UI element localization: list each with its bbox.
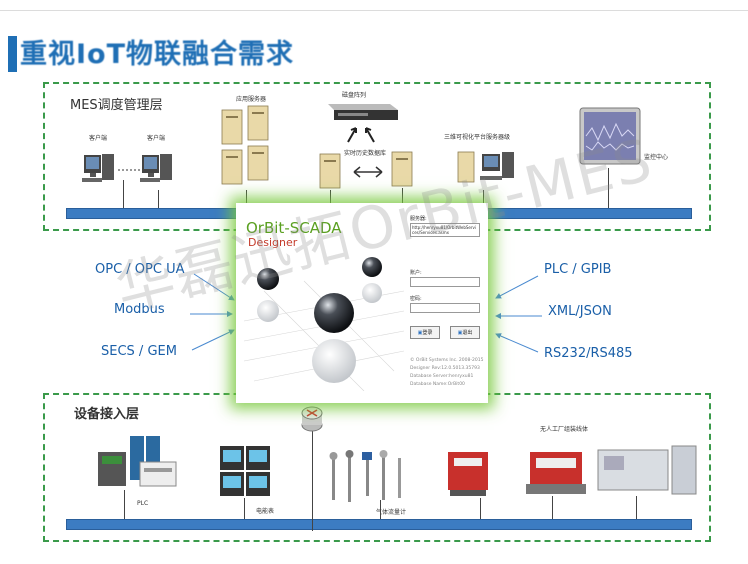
viz-server-link xyxy=(483,190,484,208)
dialog-sub: Designer xyxy=(248,236,298,249)
protocol-opc: OPC / OPC UA xyxy=(95,262,185,277)
assembly-link-2 xyxy=(552,496,553,519)
top-divider xyxy=(0,10,748,11)
viz-server-label: 三维可视化平台服务器级 xyxy=(444,134,511,141)
plc-label: PLC xyxy=(137,500,149,507)
mes-zone-label: MES调度管理层 xyxy=(70,98,163,113)
password-label: 密码: xyxy=(410,296,422,302)
workstation-1-icon xyxy=(82,154,114,182)
server-input[interactable]: http://henryxu81/OrbitWebServices/Servic… xyxy=(410,223,480,237)
meter-label: 电能表 xyxy=(256,508,275,515)
gas-flowmeter-devices xyxy=(329,450,401,502)
title-accent-bar xyxy=(8,36,17,72)
footer-line: Database Server:henryxu81 xyxy=(410,374,474,379)
flowmeter-link xyxy=(380,500,381,519)
scada-spheres-graphic xyxy=(244,257,405,391)
protocol-modbus: Modbus xyxy=(114,302,165,317)
history-db-link-2 xyxy=(402,188,403,208)
assembly-line-machines xyxy=(448,445,697,496)
app-server-link xyxy=(246,190,247,208)
protocol-secs: SECS / GEM xyxy=(101,344,177,359)
monitor-center-label: 监控中心 xyxy=(644,154,669,161)
history-db-label: 实时历史数据库 xyxy=(344,150,387,157)
dialog-footer: © OrBit Systems Inc. 2008-2015 Designer … xyxy=(410,357,486,389)
client-label-2: 客户端 xyxy=(147,135,166,142)
dialog-brand: OrBit-SCADA xyxy=(246,219,342,237)
protocol-plc-gpib: PLC / GPIB xyxy=(544,262,612,277)
exit-button-label: 退出 xyxy=(462,330,473,336)
login-button[interactable]: ▣登录 xyxy=(410,326,440,339)
plc-link xyxy=(124,490,125,519)
exit-button[interactable]: ▣退出 xyxy=(450,326,480,339)
app-server-cluster xyxy=(221,105,269,185)
router-icon xyxy=(301,406,323,432)
monitor-center-panel xyxy=(579,107,641,165)
password-input[interactable] xyxy=(410,303,480,313)
scada-login-dialog: OrBit-SCADA Designer 服务器: http://henryxu… xyxy=(236,203,488,403)
scada-uplink xyxy=(312,430,313,531)
page-title: 重视IoT物联融合需求 xyxy=(20,39,295,70)
history-db-servers xyxy=(319,151,413,189)
viz-server-icons xyxy=(457,151,514,183)
history-db-link-1 xyxy=(330,190,331,208)
footer-line: © OrBit Systems Inc. 2008-2015 xyxy=(410,358,484,363)
server-label: 服务器: xyxy=(410,216,427,222)
client-workstations xyxy=(82,154,172,182)
protocol-xml-json: XML/JSON xyxy=(548,304,612,319)
client-link-2 xyxy=(158,190,159,208)
account-label: 账户: xyxy=(410,270,422,276)
disk-array-label: 磁盘阵列 xyxy=(342,92,367,99)
client-label-1: 客户端 xyxy=(89,135,108,142)
protocol-arrows xyxy=(190,273,542,353)
plc-devices xyxy=(98,436,177,487)
login-icon: ▣ xyxy=(417,329,423,336)
monitor-link xyxy=(608,168,609,208)
exit-icon: ▣ xyxy=(457,329,463,336)
footer-line: Database Name:OrBit00 xyxy=(410,382,465,387)
meter-link xyxy=(244,498,245,519)
account-input[interactable] xyxy=(410,277,480,287)
device-network-bus xyxy=(66,519,692,530)
client-link-1 xyxy=(123,180,124,208)
assembly-label: 无人工厂组装线体 xyxy=(540,426,589,433)
assembly-link-1 xyxy=(480,498,481,519)
protocol-rs232: RS232/RS485 xyxy=(544,346,633,361)
energy-meter-devices xyxy=(220,446,270,496)
flowmeter-label: 气体流量计 xyxy=(376,509,407,516)
app-server-label: 应用服务器 xyxy=(236,96,267,103)
device-zone-label: 设备接入层 xyxy=(74,407,140,422)
disk-array-device xyxy=(328,104,398,143)
login-button-label: 登录 xyxy=(422,330,433,336)
workstation-2-icon xyxy=(140,154,172,182)
assembly-link-3 xyxy=(636,496,637,519)
footer-line: Designer Rev:12.0.5013.35793 xyxy=(410,366,480,371)
